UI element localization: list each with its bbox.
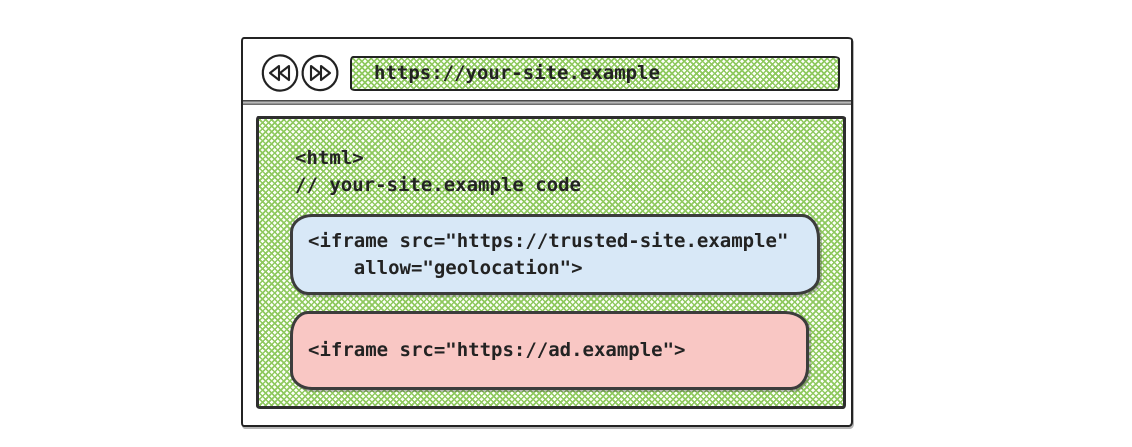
- back-button[interactable]: [260, 53, 300, 93]
- ad-iframe-box: <iframe src="https://ad.example">: [290, 311, 809, 390]
- url-text: https://your-site.example: [374, 62, 660, 84]
- toolbar-divider: [243, 100, 851, 105]
- iframe-code-line: <iframe src="https://ad.example">: [308, 339, 686, 361]
- url-bar[interactable]: https://your-site.example: [350, 56, 840, 91]
- page-source-code: <html> // your-site.example code: [295, 145, 581, 199]
- page-content-area: <html> // your-site.example code <iframe…: [256, 116, 846, 409]
- iframe-code-line: <iframe src="https://trusted-site.exampl…: [308, 229, 789, 252]
- rewind-icon: [261, 54, 299, 92]
- browser-window: https://your-site.example <html> // your…: [241, 37, 853, 427]
- trusted-iframe-box: <iframe src="https://trusted-site.exampl…: [290, 214, 820, 295]
- forward-button[interactable]: [300, 53, 340, 93]
- code-line: <html>: [295, 147, 364, 169]
- code-line: // your-site.example code: [295, 174, 581, 196]
- iframe-code-line: allow="geolocation">: [308, 256, 583, 279]
- fast-forward-icon: [301, 54, 339, 92]
